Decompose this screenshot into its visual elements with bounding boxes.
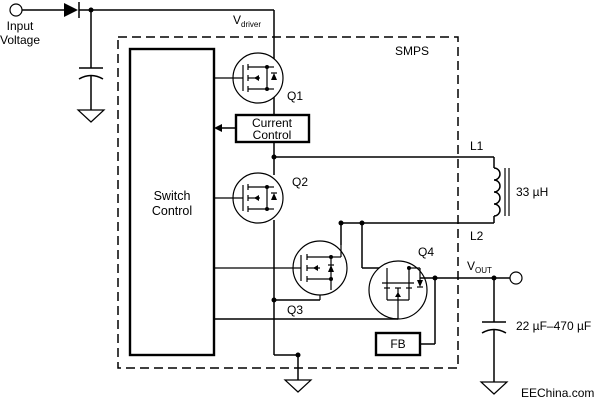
switch-control-label: Switch	[154, 189, 191, 203]
switch-control-label-line2: Control	[152, 204, 192, 218]
current-control-label-line2: Control	[253, 128, 292, 142]
input-terminal	[9, 3, 23, 17]
inductor	[493, 167, 510, 217]
fb-block	[374, 331, 422, 357]
l2-label: L2	[470, 229, 484, 243]
input-voltage-label-line2: Voltage	[0, 33, 40, 47]
q4-mosfet	[368, 260, 428, 320]
arrow-icon	[214, 124, 222, 132]
smps-boundary	[117, 36, 459, 369]
vout-label: VOUT	[467, 259, 492, 275]
ground-symbol	[283, 379, 313, 393]
watermark-text: EEChina.com	[521, 386, 594, 400]
input-capacitor	[78, 67, 104, 80]
output-terminal	[509, 271, 523, 285]
input-diode	[64, 2, 80, 18]
capacitance-label: 22 µF–470 µF	[516, 319, 591, 333]
q3-mosfet	[214, 240, 348, 300]
output-capacitor	[481, 321, 507, 334]
l1-label: L1	[470, 139, 484, 153]
q1-mosfet	[214, 52, 284, 104]
input-voltage-label: Input	[7, 19, 34, 33]
vdriver-label: Vdriver	[233, 13, 261, 29]
smps-label: SMPS	[395, 44, 429, 58]
q1-label: Q1	[287, 89, 303, 103]
q2-mosfet	[214, 172, 284, 224]
switch-control-block	[128, 47, 216, 357]
ground-symbol	[76, 109, 106, 123]
q2-label: Q2	[292, 175, 308, 189]
ground-symbol	[479, 381, 509, 395]
current-control-label: Current	[252, 116, 293, 130]
junction-dot	[271, 297, 277, 303]
q3-label: Q3	[287, 303, 303, 317]
inductance-label: 33 µH	[516, 185, 548, 199]
fb-label: FB	[390, 337, 405, 351]
q4-label: Q4	[418, 245, 434, 259]
